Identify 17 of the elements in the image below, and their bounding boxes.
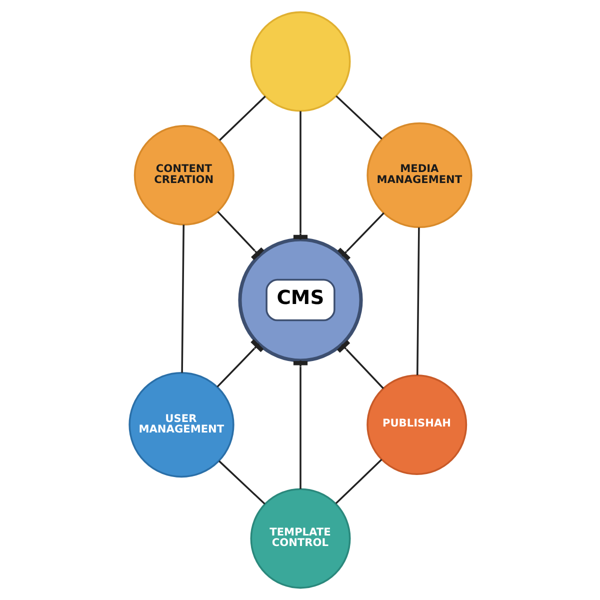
connector bbox=[336, 212, 384, 261]
connector bbox=[218, 96, 266, 141]
connector bbox=[216, 339, 264, 388]
connector bbox=[335, 95, 382, 140]
node-circle: TEMPLATE CONTROL bbox=[250, 488, 350, 589]
connector bbox=[216, 211, 264, 260]
node-circle: PUBLISHAH bbox=[366, 374, 467, 476]
node-circle bbox=[250, 11, 350, 112]
node-circle: USER MANAGEMENT bbox=[128, 372, 234, 478]
connector bbox=[218, 460, 265, 505]
connector bbox=[336, 340, 384, 390]
connector bbox=[416, 227, 420, 376]
connector bbox=[180, 224, 184, 373]
node-circle: CMS bbox=[238, 238, 362, 362]
connector bbox=[334, 458, 382, 504]
node-circle: MEDIA MANAGEMENT bbox=[366, 122, 472, 228]
node-circle: CONTENT CREATION bbox=[133, 124, 234, 226]
